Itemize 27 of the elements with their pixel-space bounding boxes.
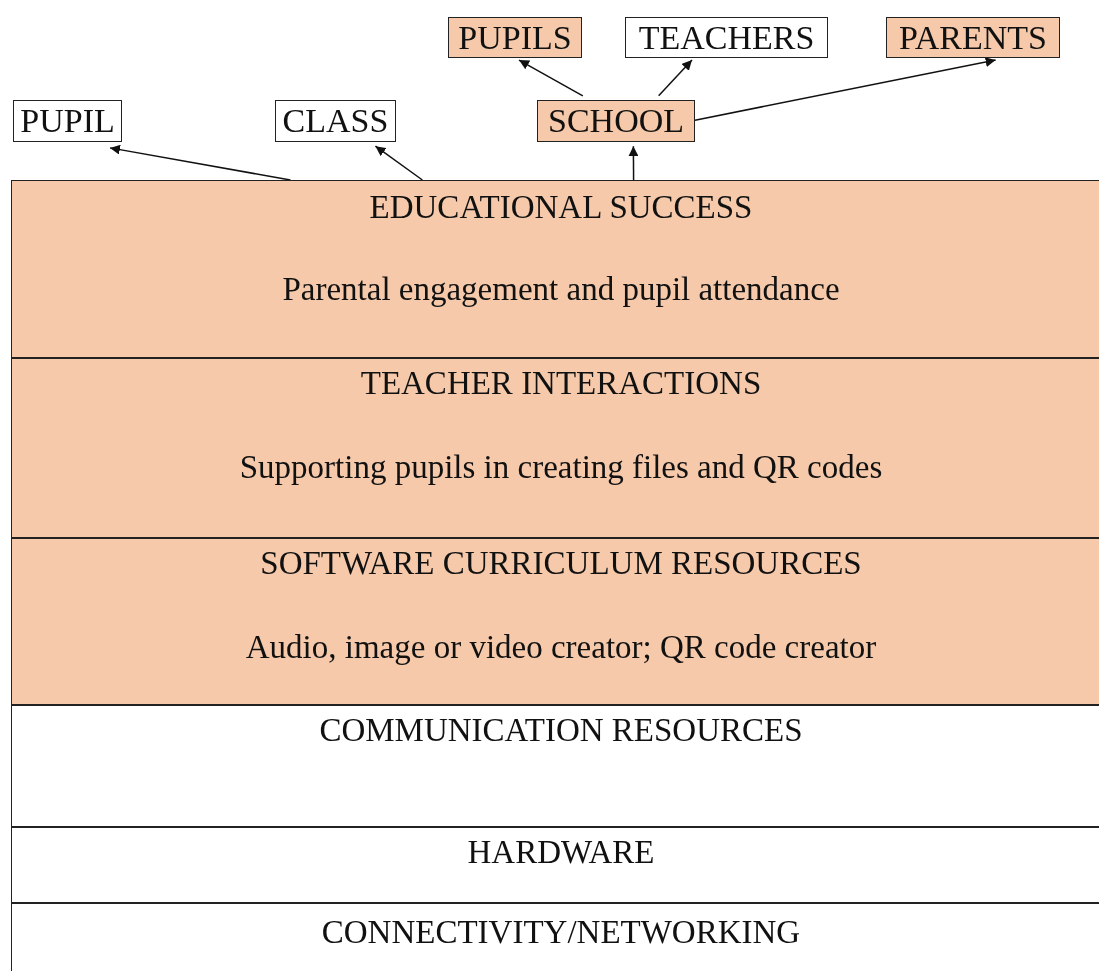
layer-description: Supporting pupils in creating files and QR codes [238, 448, 884, 487]
label-box: CLASS [275, 100, 396, 142]
layer-heading: HARDWARE [466, 834, 656, 872]
layer-band [11, 358, 1099, 538]
arrow [694, 57, 997, 121]
layer-band [11, 180, 1099, 358]
layer-band [11, 827, 1099, 903]
layer-description: Audio, image or video creator; QR code creator [244, 628, 878, 667]
layer-heading: EDUCATIONAL SUCCESS [368, 189, 754, 227]
arrow [109, 144, 292, 181]
layer-heading: COMMUNICATION RESOURCES [318, 712, 804, 750]
layer-band [11, 903, 1099, 971]
label-box: PUPILS [448, 17, 582, 58]
arrow [374, 145, 424, 181]
layer-band [11, 705, 1099, 827]
layer-band [11, 538, 1099, 705]
arrow [518, 59, 584, 97]
label-box: SCHOOL [537, 100, 695, 142]
layer-description: Parental engagement and pupil attendance [281, 270, 841, 309]
label-box: PARENTS [886, 17, 1060, 58]
arrow [657, 59, 693, 97]
layer-heading: SOFTWARE CURRICULUM RESOURCES [259, 545, 863, 583]
layer-heading: CONNECTIVITY/NETWORKING [320, 914, 802, 952]
arrow [628, 145, 639, 181]
layer-heading: TEACHER INTERACTIONS [359, 365, 763, 403]
label-box: TEACHERS [625, 17, 828, 58]
label-box: PUPIL [13, 100, 122, 142]
